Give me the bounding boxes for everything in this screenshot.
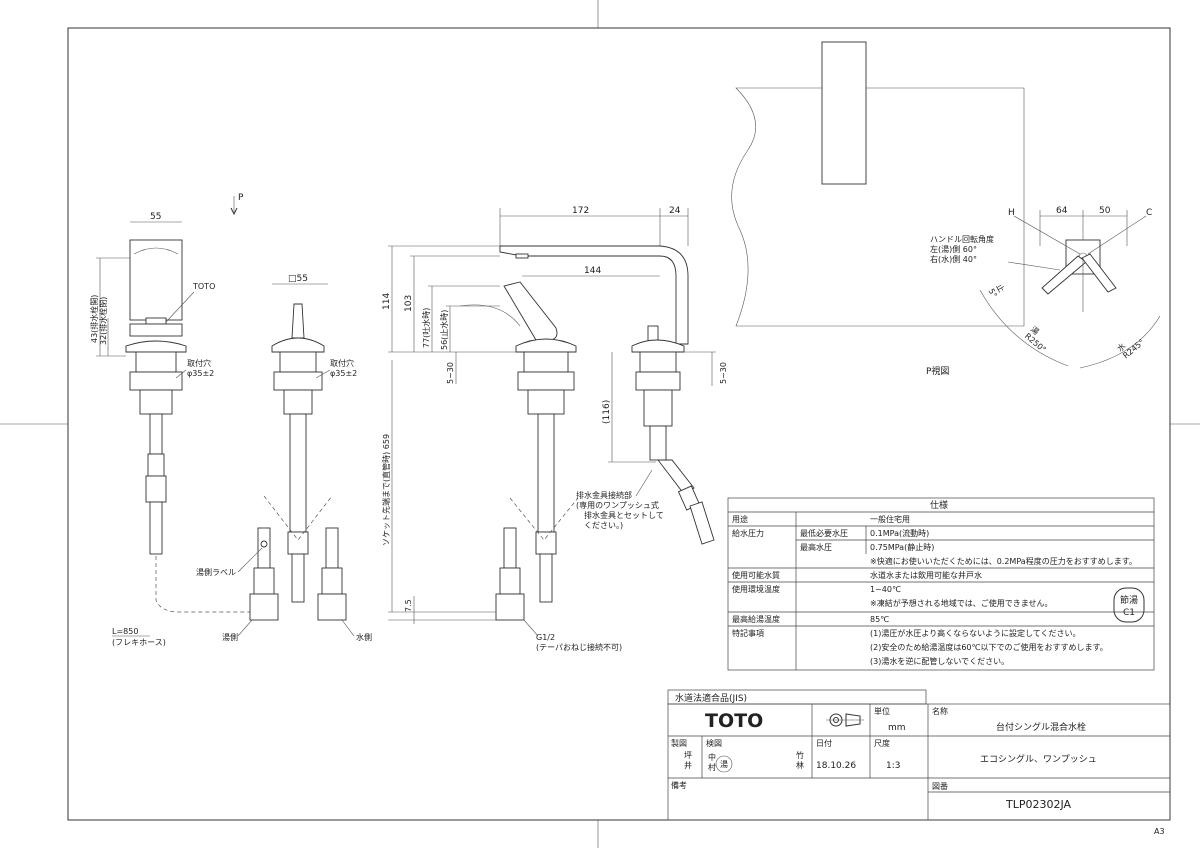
spec-val-pressure-note: ※快適にお使いいただくためには、0.2MPa程度の圧力をおすすめします。: [870, 556, 1137, 566]
approved-by: 竹林: [796, 750, 804, 770]
title-block: 水道法適合品(JIS) TOTO 単位 mm 名称 台付シングル混合水栓 製図 …: [667, 689, 1171, 821]
spec-val-note-3: (3)湯水を逆に配管しないでください。: [870, 656, 1009, 666]
spec-key-usage: 用途: [732, 514, 748, 524]
spec-key-maxtemp: 最高給湯温度: [732, 614, 780, 624]
cold-mark-c: C: [1146, 208, 1152, 218]
spec-val-usage: 一般住宅用: [870, 514, 910, 524]
date-label: 日付: [816, 738, 832, 748]
spec-key-env: 使用環境温度: [732, 584, 780, 594]
spec-sub-min-pressure: 最低必要水圧: [800, 528, 848, 538]
dim-5-30-left: 5~30: [446, 362, 455, 384]
p-view: P視図 64 50 H C ハンドル回転角度左(湯)側 60°右(水)側 40°…: [731, 41, 1161, 377]
drawing-number: TLP02302JA: [1005, 798, 1072, 811]
dim-5-30-right: 5~30: [719, 362, 728, 384]
spec-key-notes: 特記事項: [732, 628, 764, 638]
spec-val-max-pressure: 0.75MPa(静止時): [870, 542, 934, 552]
main-elevation: 172 24 144: [381, 206, 728, 652]
drain-callout: 排水金具接続部(専用のワンプッシュ式排水金具とセットしてください。): [576, 490, 664, 530]
hot-radius-label: 湯R250°: [1023, 324, 1054, 355]
checked-label: 検図: [706, 738, 722, 748]
spec-header: 仕様: [930, 499, 948, 511]
approval-stamp: [715, 755, 733, 773]
spec-val-water: 水道水または飲用可能な井戸水: [870, 570, 982, 580]
dim-50: 50: [1099, 206, 1111, 216]
dim-24: 24: [669, 206, 681, 216]
spec-key-water: 使用可能水質: [732, 570, 780, 580]
toto-logo: TOTO: [705, 710, 763, 732]
spec-val-note-2: (2)安全のため給湯温度は60℃以下でのご使用をおすすめします。: [870, 642, 1108, 652]
dim-144: 144: [584, 266, 601, 276]
spec-val-maxtemp: 85℃: [870, 615, 889, 624]
view-arrow-p: P: [238, 193, 244, 203]
logo-mark-small: TOTO: [192, 282, 215, 291]
product-subname: エコシングル、ワンプッシュ: [980, 753, 1097, 765]
dim-116: (116): [602, 400, 612, 424]
hose-length-label: L=850(フレキホース): [112, 627, 166, 647]
dim-77: 77(吐水時): [421, 308, 431, 348]
cold-side-label: 水側: [356, 632, 372, 642]
dim-659: ソケット先端まで(直管時) 659: [381, 434, 391, 546]
spec-val-min-pressure: 0.1MPa(流動時): [870, 528, 929, 538]
unit-label: 単位: [874, 706, 890, 716]
eco-badge: [1113, 587, 1145, 623]
scale-value: 1:3: [886, 761, 900, 771]
hot-label-callout: 湯側ラベル: [196, 567, 236, 577]
dim-56: 56(止水時): [439, 310, 449, 350]
dim-114: 114: [382, 293, 392, 310]
stop-angle-label: 止5°: [986, 282, 1007, 299]
name-label: 名称: [932, 706, 948, 716]
dim-7-5: 7.5: [404, 599, 413, 612]
date-value: 18.10.26: [816, 761, 856, 771]
projection-symbol-icon: [826, 713, 864, 727]
dim-43: 43(排水栓開): [89, 295, 99, 343]
unit-value: mm: [888, 723, 906, 733]
handle-angle-note: ハンドル回転角度左(湯)側 60°右(水)側 40°: [930, 234, 994, 264]
hot-side-label: 湯側: [222, 632, 238, 642]
dim-55-front: 55: [150, 212, 161, 222]
dim-172: 172: [572, 206, 589, 216]
dim-32: 32(排水栓閉): [98, 297, 108, 345]
drawing-border: [67, 27, 1171, 821]
p-view-label: P視図: [926, 365, 949, 377]
scale-label: 尺度: [874, 738, 890, 748]
spec-key-pressure: 給水圧力: [732, 528, 764, 538]
spec-val-note-1: (1)湯圧が水圧より高くならないように設定してください。: [870, 628, 1081, 638]
drawing-number-label: 図番: [932, 781, 948, 791]
dim-64: 64: [1056, 206, 1068, 216]
approval-stamp-text: 湯: [720, 759, 728, 769]
jis-label: 水道法適合品(JIS): [675, 692, 747, 704]
checked-by: 中村: [708, 752, 716, 772]
drafted-by: 坪井: [684, 751, 692, 770]
spec-table: 仕様 用途 一般住宅用 給水圧力 最低必要水圧 0.1MPa(流動時) 最高水圧…: [727, 497, 1155, 671]
hot-mark-h: H: [1008, 208, 1015, 218]
spec-val-env-note: ※凍結が予想される地域では、ご使用できません。: [870, 598, 1052, 608]
spec-sub-max-pressure: 最高水圧: [800, 542, 832, 552]
sheet-size: A3: [1154, 827, 1165, 836]
dim-box55: □55: [288, 274, 308, 284]
drafted-label: 製図: [671, 738, 687, 748]
cold-radius-label: 水R245°: [1115, 330, 1146, 361]
remarks-label: 備考: [671, 780, 687, 790]
product-name: 台付シングル混合水栓: [996, 721, 1086, 733]
g12-label: G1/2(テーパおねじ接続不可): [536, 633, 622, 652]
dim-103: 103: [404, 295, 414, 312]
spec-val-env: 1~40℃: [870, 585, 901, 594]
